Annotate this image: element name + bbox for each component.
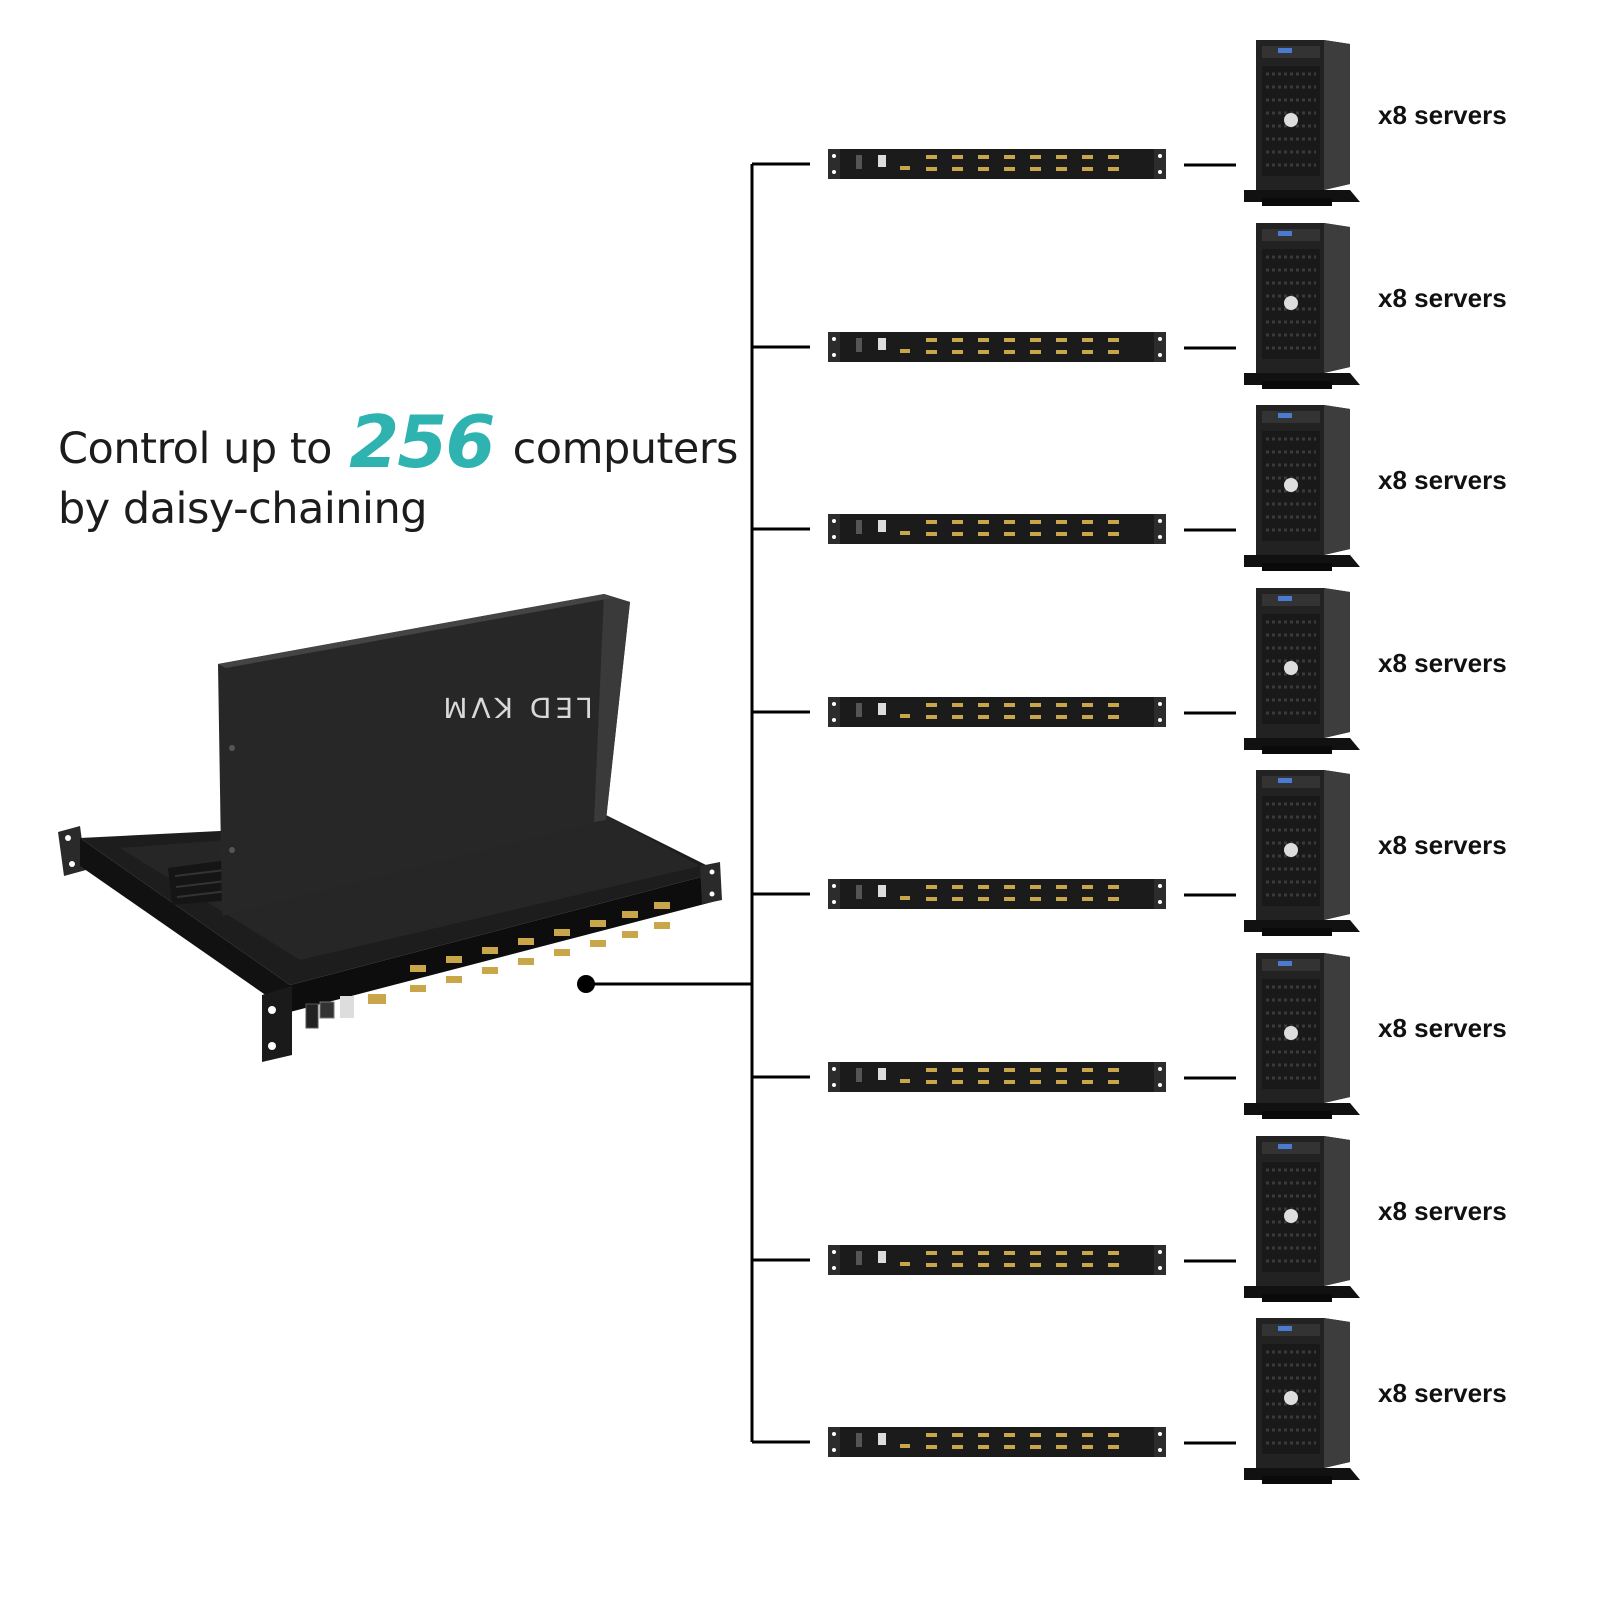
chain-row	[752, 223, 1360, 389]
kvm-switch-unit	[828, 1245, 1166, 1275]
server-count-label: x8 servers	[1378, 830, 1507, 860]
headline-line-2: by daisy-chaining	[58, 484, 428, 534]
kvm-switch-unit	[828, 697, 1166, 727]
server-count-label: x8 servers	[1378, 283, 1507, 313]
server-count-label: x8 servers	[1378, 1196, 1507, 1226]
chain-row	[752, 1318, 1360, 1484]
chain-rows	[752, 40, 1360, 1484]
kvm-switch-unit	[828, 879, 1166, 909]
kvm-switch-unit	[828, 149, 1166, 179]
server-count-label: x8 servers	[1378, 1013, 1507, 1043]
server-count-label: x8 servers	[1378, 465, 1507, 495]
server-tower	[1244, 223, 1360, 389]
server-tower	[1244, 588, 1360, 754]
server-tower	[1244, 953, 1360, 1119]
chain-row	[752, 405, 1360, 571]
server-tower	[1244, 405, 1360, 571]
server-count-label: x8 servers	[1378, 100, 1507, 130]
server-tower	[1244, 40, 1360, 206]
server-tower	[1244, 1136, 1360, 1302]
chain-row	[752, 953, 1360, 1119]
kvm-switch-unit	[828, 1427, 1166, 1457]
kvm-switch-unit	[828, 514, 1166, 544]
kvm-switch-unit	[828, 1062, 1166, 1092]
chain-row	[752, 40, 1360, 206]
chain-row	[752, 1136, 1360, 1302]
server-tower	[1244, 770, 1360, 936]
server-count-label: x8 servers	[1378, 648, 1507, 678]
lid-label: LED KVM	[439, 691, 592, 724]
kvm-switch-unit	[828, 332, 1166, 362]
server-count-label: x8 servers	[1378, 1378, 1507, 1408]
headline: Control up to 256 computers by daisy-cha…	[58, 406, 739, 539]
headline-line-1: Control up to 256 computers	[58, 406, 739, 479]
chain-row	[752, 770, 1360, 936]
headline-suffix: computers	[512, 424, 739, 474]
chain-row	[752, 588, 1360, 754]
headline-prefix: Control up to	[58, 424, 333, 474]
main-kvm-console: LED KVM	[58, 594, 722, 1062]
headline-number: 256	[349, 400, 495, 484]
server-tower	[1244, 1318, 1360, 1484]
